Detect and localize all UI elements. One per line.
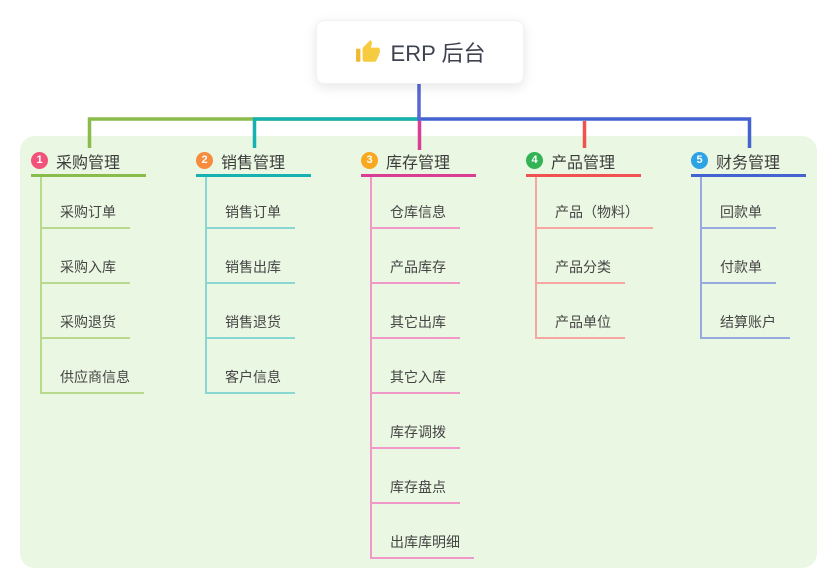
child-node-line: 回款单: [702, 202, 776, 229]
child-node-label: 销售订单: [225, 204, 281, 220]
child-node-line: 付款单: [702, 257, 776, 284]
child-node[interactable]: 产品分类: [537, 229, 641, 284]
child-node-label: 库存调拨: [390, 424, 446, 440]
child-node[interactable]: 库存盘点: [372, 449, 476, 504]
branch-header[interactable]: 5 财务管理: [691, 147, 806, 177]
child-node-line: 库存盘点: [372, 477, 460, 504]
child-node-label: 产品分类: [555, 259, 611, 275]
child-node-line: 采购退货: [42, 312, 130, 339]
child-node[interactable]: 销售退货: [207, 284, 311, 339]
child-node[interactable]: 库存调拨: [372, 394, 476, 449]
branch-label: 财务管理: [716, 154, 781, 172]
child-node[interactable]: 销售出库: [207, 229, 311, 284]
child-node-line: 客户信息: [207, 367, 295, 394]
child-node-label: 供应商信息: [60, 369, 130, 385]
child-node-line: 销售订单: [207, 202, 295, 229]
child-node-label: 仓库信息: [390, 204, 446, 220]
child-node-label: 客户信息: [225, 369, 281, 385]
branch-number-badge: 2: [196, 152, 213, 169]
child-node-label: 销售出库: [225, 259, 281, 275]
child-node[interactable]: 出库库明细: [372, 504, 476, 559]
child-node-label: 结算账户: [720, 314, 776, 330]
child-node-label: 其它入库: [390, 369, 446, 385]
child-node[interactable]: 产品（物料）: [537, 177, 653, 229]
child-node[interactable]: 付款单: [702, 229, 806, 284]
child-node-line: 供应商信息: [42, 367, 144, 394]
child-node-label: 采购订单: [60, 204, 116, 220]
child-node-line: 仓库信息: [372, 202, 460, 229]
branch-children: 产品（物料） 产品分类产品单位: [535, 177, 653, 339]
child-node-label: 回款单: [720, 204, 762, 220]
child-node[interactable]: 客户信息: [207, 339, 311, 394]
child-node[interactable]: 其它出库: [372, 284, 476, 339]
child-node[interactable]: 结算账户: [702, 284, 806, 339]
branch-header[interactable]: 2 销售管理: [196, 147, 311, 177]
child-node-line: 采购订单: [42, 202, 130, 229]
branch-node: 4 产品管理 产品（物料） 产品分类产品单位: [526, 147, 653, 339]
child-node-line: 结算账户: [702, 312, 790, 339]
branch-label: 产品管理: [551, 154, 616, 172]
branch-number-badge: 4: [526, 152, 543, 169]
branch-node: 2 销售管理 销售订单销售出库销售退货客户信息: [196, 147, 311, 394]
child-node-line: 产品（物料）: [537, 202, 653, 229]
child-node-line: 其它入库: [372, 367, 460, 394]
branch-header[interactable]: 4 产品管理: [526, 147, 641, 177]
branch-number-badge: 1: [31, 152, 48, 169]
child-node[interactable]: 其它入库: [372, 339, 476, 394]
child-node-line: 产品分类: [537, 257, 625, 284]
child-node[interactable]: 采购退货: [42, 284, 146, 339]
child-node-line: 库存调拨: [372, 422, 460, 449]
child-node[interactable]: 回款单: [702, 177, 806, 229]
branch-header[interactable]: 3 库存管理: [361, 147, 476, 177]
child-node-line: 销售出库: [207, 257, 295, 284]
child-node[interactable]: 采购订单: [42, 177, 146, 229]
child-node[interactable]: 采购入库: [42, 229, 146, 284]
child-node-line: 产品单位: [537, 312, 625, 339]
child-node[interactable]: 仓库信息: [372, 177, 476, 229]
branch-node: 3 库存管理 仓库信息产品库存其它出库其它入库库存调拨库存盘点出库库明细: [361, 147, 476, 559]
mindmap-background-panel: [20, 136, 817, 568]
branch-number-badge: 5: [691, 152, 708, 169]
child-node-line: 采购入库: [42, 257, 130, 284]
child-node[interactable]: 产品单位: [537, 284, 641, 339]
child-node-line: 产品库存: [372, 257, 460, 284]
child-node-label: 产品库存: [390, 259, 446, 275]
child-node-label: 其它出库: [390, 314, 446, 330]
child-node-line: 销售退货: [207, 312, 295, 339]
child-node[interactable]: 产品库存: [372, 229, 476, 284]
branch-label: 销售管理: [221, 154, 286, 172]
branch-children: 采购订单采购入库采购退货供应商信息: [40, 177, 146, 394]
branch-label: 库存管理: [386, 154, 451, 172]
branch-label: 采购管理: [56, 154, 121, 172]
child-node-label: 库存盘点: [390, 479, 446, 495]
child-node-line: 出库库明细: [372, 532, 474, 559]
child-node-label: 销售退货: [225, 314, 281, 330]
child-node[interactable]: 供应商信息: [42, 339, 146, 394]
child-node-line: 其它出库: [372, 312, 460, 339]
child-node[interactable]: 销售订单: [207, 177, 311, 229]
root-node-label: ERP 后台: [390, 41, 486, 66]
branch-number-badge: 3: [361, 152, 378, 169]
branch-children: 仓库信息产品库存其它出库其它入库库存调拨库存盘点出库库明细: [370, 177, 476, 559]
branch-node: 5 财务管理 回款单付款单结算账户: [691, 147, 806, 339]
child-node-label: 采购入库: [60, 259, 116, 275]
child-node-label: 产品（物料）: [555, 204, 639, 220]
branch-node: 1 采购管理 采购订单采购入库采购退货供应商信息: [31, 147, 146, 394]
branch-children: 回款单付款单结算账户: [700, 177, 806, 339]
root-node[interactable]: ERP 后台: [316, 20, 524, 84]
thumbs-up-icon: [355, 40, 380, 62]
child-node-label: 出库库明细: [390, 534, 460, 550]
branch-header[interactable]: 1 采购管理: [31, 147, 146, 177]
child-node-label: 付款单: [720, 259, 762, 275]
child-node-label: 产品单位: [555, 314, 611, 330]
child-node-label: 采购退货: [60, 314, 116, 330]
branch-children: 销售订单销售出库销售退货客户信息: [205, 177, 311, 394]
